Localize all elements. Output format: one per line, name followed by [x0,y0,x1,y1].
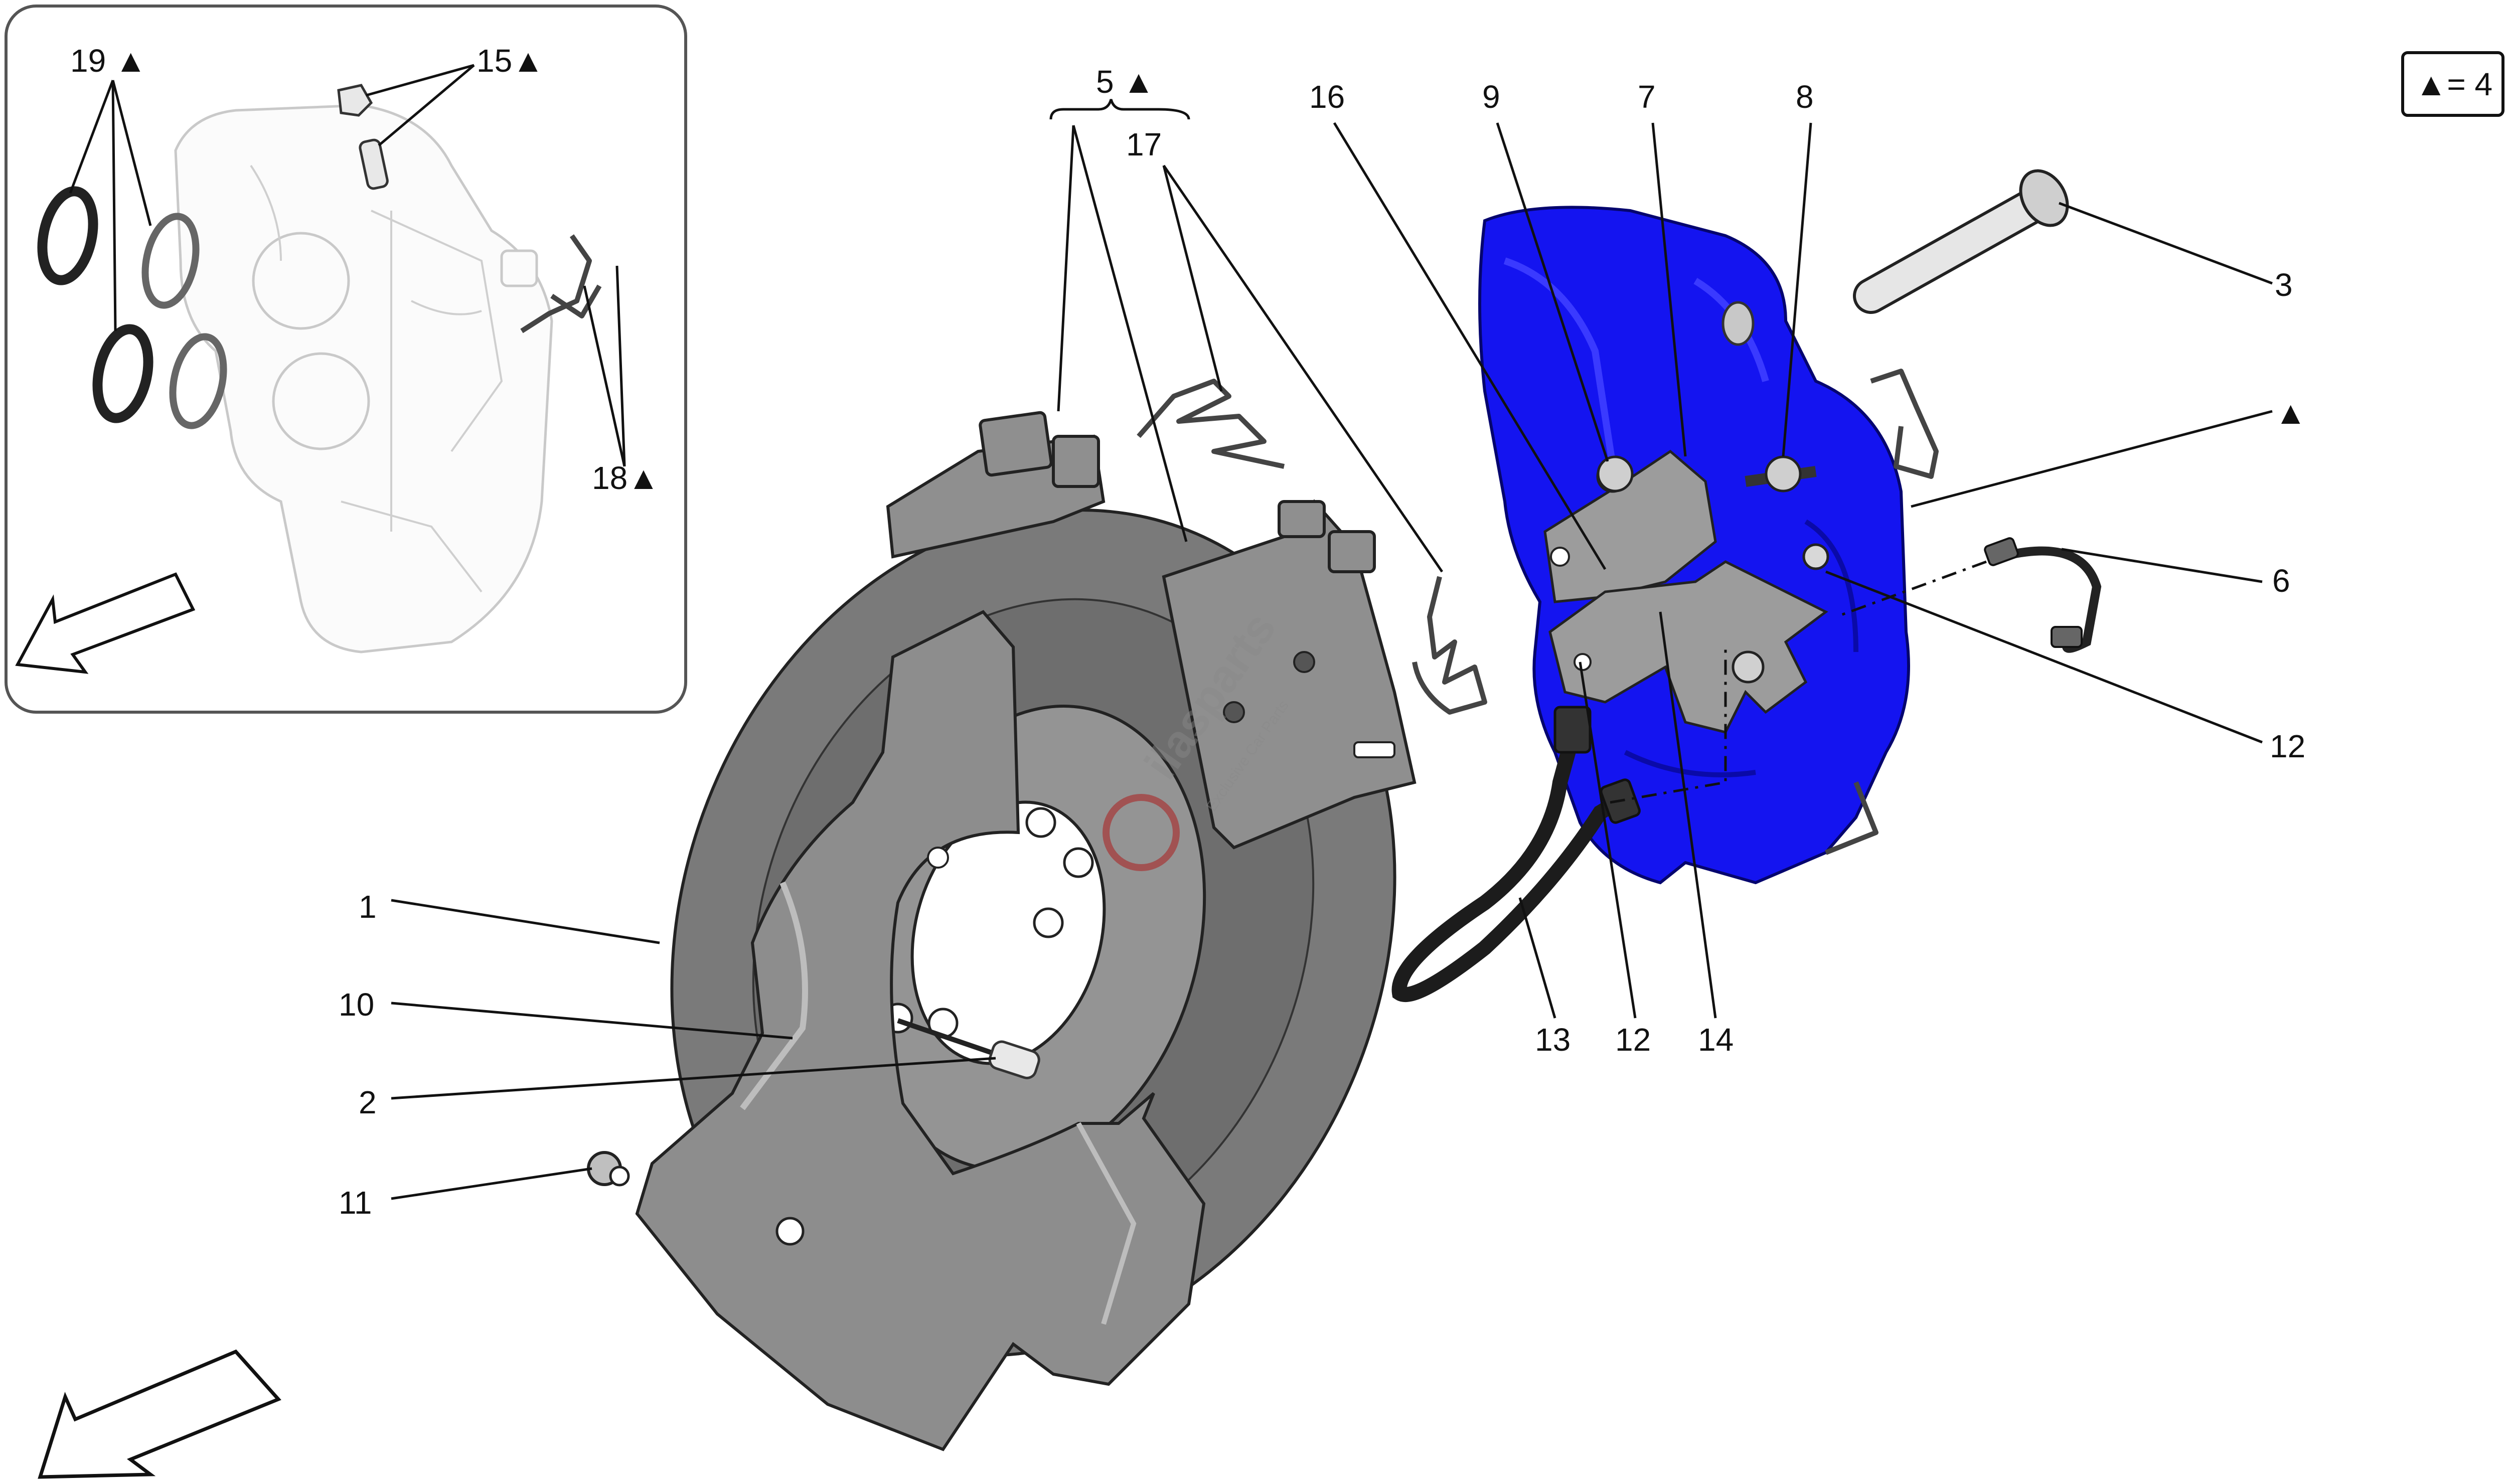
brake-pad-front [1162,499,1417,850]
bolt-part-12 [1802,543,1829,570]
wear-sensor [1984,537,2102,653]
bolt-part-11 [587,1151,630,1187]
pad-spring-clip-left [1137,379,1285,469]
label-16: 16 [1309,79,1345,115]
label-17: 17 [1126,126,1162,162]
direction-arrow-icon [38,1349,281,1479]
label-13: 13 [1535,1022,1571,1058]
label-10: 10 [339,986,374,1023]
dust-shield [635,610,1206,1451]
brake-pad-rear [886,411,1106,559]
label-1: 1 [359,889,377,925]
label-11: 11 [339,1185,372,1221]
leader-lines [391,99,2273,1200]
label-12-upper: 12 [2270,728,2305,764]
label-15: 15▲ [477,43,544,79]
label-7: 7 [1638,79,1656,115]
label-19: 19 ▲ [70,43,146,79]
bleed-screw [1597,455,1634,492]
label-9: 9 [1482,79,1500,115]
part-labels: 5 ▲ 17 16 9 7 8 3 ▲ 6 12 1 10 2 11 13 12… [339,64,2306,1221]
inset-bleed-screw [337,84,389,190]
inset-spring-clip [520,234,602,334]
guide-pin [1853,169,2069,314]
brake-hose [1391,706,1641,1003]
bolt-part-8 [1745,455,1817,492]
mounting-bracket-upper [1543,449,1717,603]
label-18: 18▲ [592,460,660,496]
pad-spring-clip-right [1412,576,1487,715]
direction-arrow-icon [15,572,196,674]
inset-seal-rings [37,186,227,429]
label-triangle: ▲ [2275,395,2306,431]
screw-part-2 [897,1018,1040,1079]
label-6: 6 [2272,563,2290,599]
label-2: 2 [359,1084,377,1120]
legend-text: ▲= 4 [2415,66,2492,102]
label-3: 3 [2275,267,2293,303]
sensor-plate [1548,560,1828,734]
inset-panel: 19 ▲ 15▲ 18▲ [5,5,687,714]
label-12-lower: 12 [1615,1022,1651,1058]
label-8: 8 [1796,79,1814,115]
label-14: 14 [1698,1022,1734,1058]
legend-box: ▲= 4 [2401,51,2504,117]
inset-ghost-caliper [174,104,553,653]
label-5: 5 ▲ [1096,64,1155,100]
